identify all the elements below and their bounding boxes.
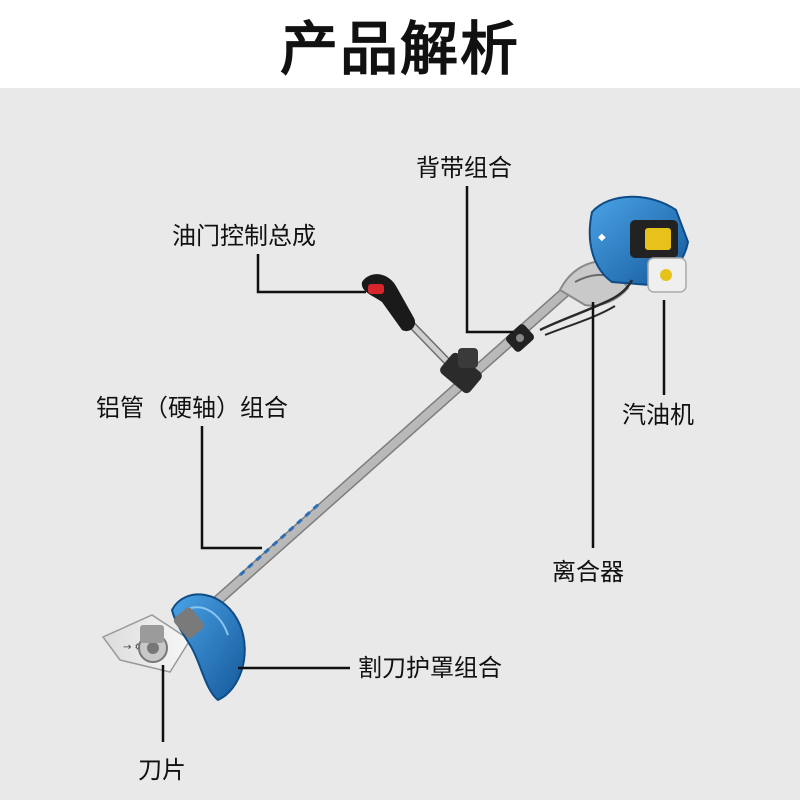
leader-throttle — [256, 254, 366, 294]
svg-text:◆: ◆ — [598, 232, 606, 243]
label-blade: 刀片 — [138, 756, 186, 784]
header: 产品解析 — [0, 0, 800, 88]
label-throttle: 油门控制总成 — [172, 222, 316, 250]
page-title: 产品解析 — [279, 15, 520, 83]
leader-tube — [200, 426, 262, 550]
engine-assembly: ◆ — [539, 195, 690, 336]
svg-text:→ ⚙: → ⚙ — [123, 642, 144, 653]
label-guard: 割刀护罩组合 — [358, 654, 502, 682]
label-clutch: 离合器 — [552, 558, 624, 586]
label-backstrap: 背带组合 — [416, 154, 512, 182]
leader-backstrap — [465, 186, 513, 334]
blade-guard — [170, 593, 246, 702]
backstrap-clamp — [506, 324, 534, 352]
blade: → ⚙ — [101, 614, 192, 673]
label-engine: 汽油机 — [622, 401, 694, 429]
aluminum-shaft — [184, 264, 596, 631]
label-tube: 铝管（硬轴）组合 — [96, 394, 288, 422]
handlebar — [361, 274, 482, 394]
leader-lines — [161, 186, 666, 742]
